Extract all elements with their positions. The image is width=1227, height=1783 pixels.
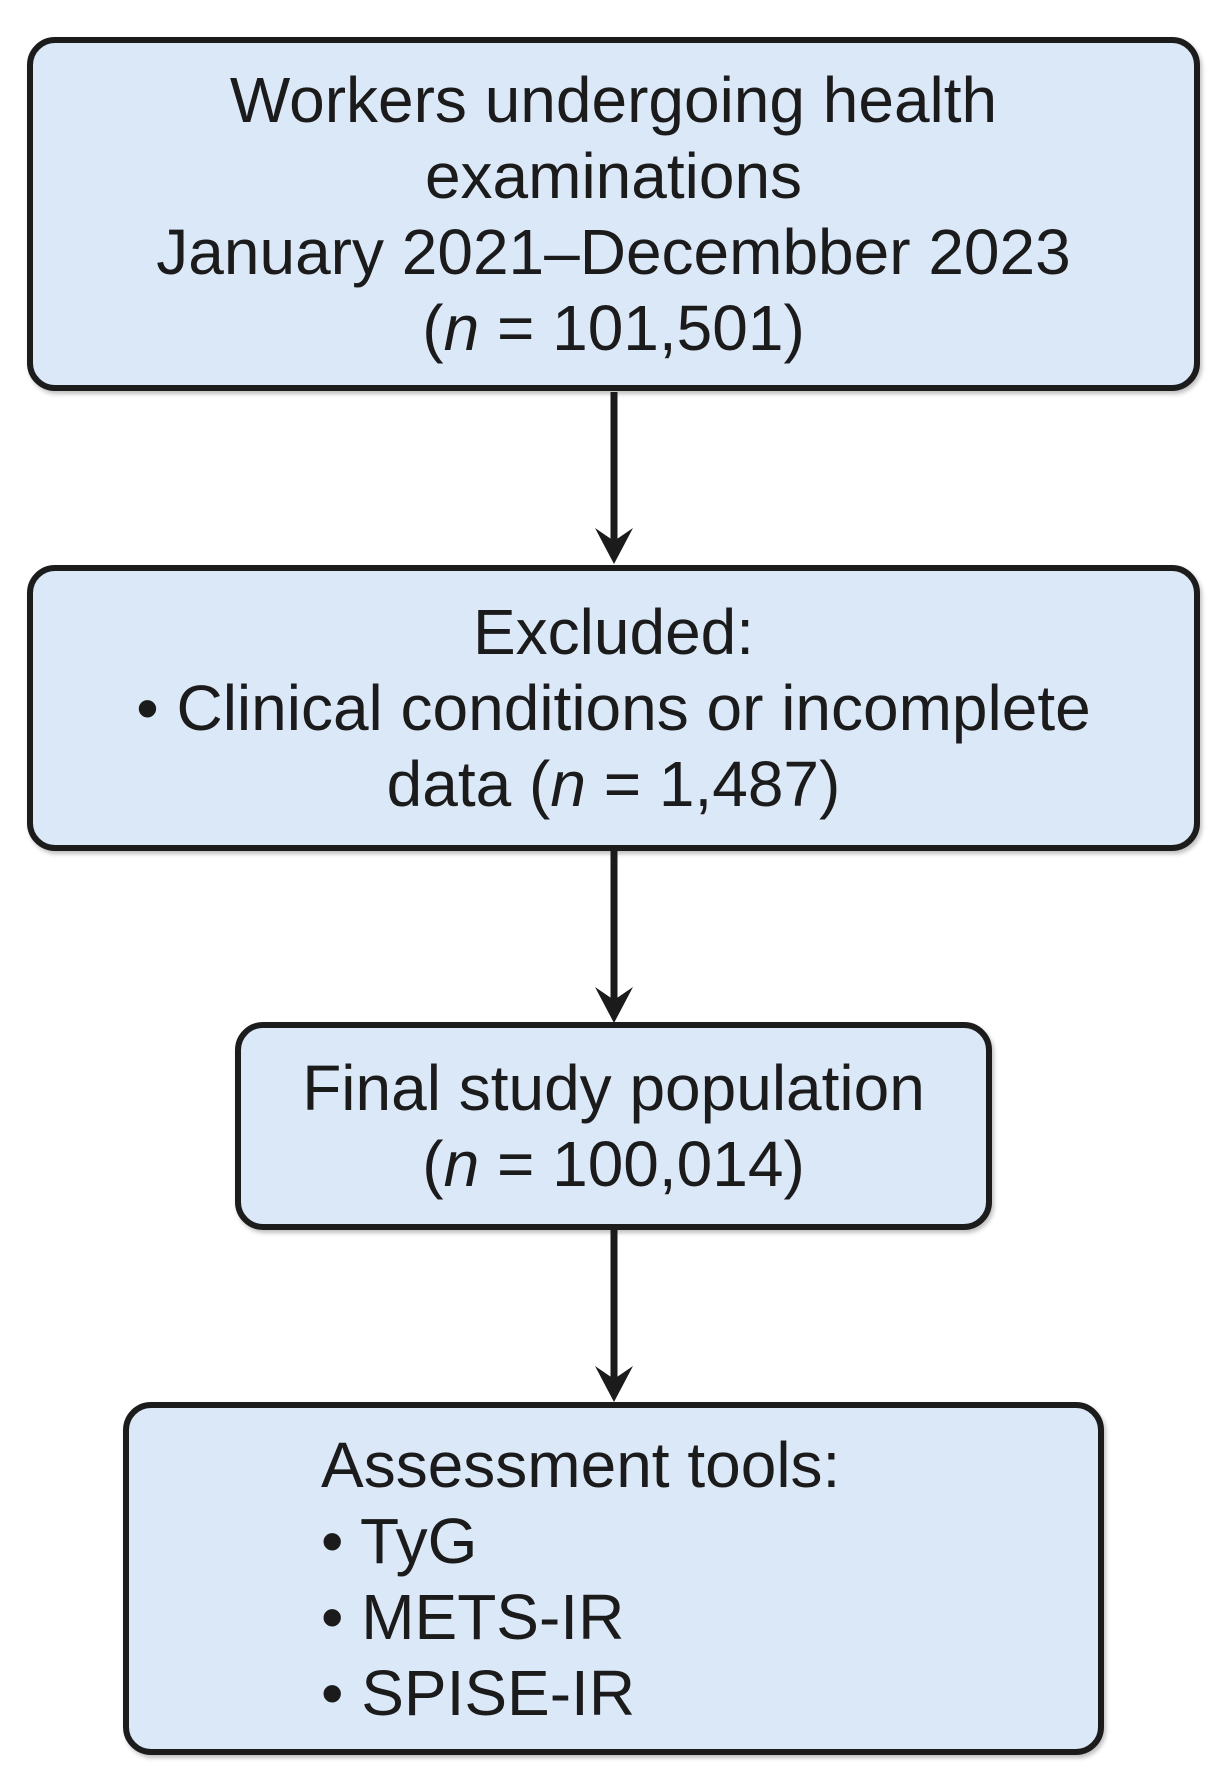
population-line-1: Workers undergoing health [229,64,998,136]
n-post: = 100,014) [479,1128,805,1200]
population-line-2: examinations [424,140,803,212]
tools-item-mets-ir: • METS-IR [321,1580,625,1653]
n-pre: ( [422,292,444,364]
n-pre: data ( [386,748,551,820]
down-arrow-3 [595,1230,633,1402]
excluded-bullet-line: • Clinical conditions or incomplete [136,672,1091,744]
tools-item-tyg: • TyG [321,1504,478,1577]
n-post: = 1,487) [585,748,841,820]
n-symbol: n [443,1128,480,1200]
population-date-range: January 2021–Decembber 2023 [156,216,1071,288]
tools-item-spise-ir: • SPISE-IR [321,1656,636,1729]
down-arrow-1 [595,392,633,564]
final-line-1: Final study population [302,1052,925,1124]
n-post: = 101,501) [479,292,805,364]
node-final-study-population: Final study population (n = 100,014) [235,1022,992,1230]
tools-title: Assessment tools: [321,1428,841,1501]
n-symbol: n [550,748,586,820]
excluded-sample-size: data (n = 1,487) [387,746,841,822]
node-excluded: Excluded: • Clinical conditions or incom… [27,565,1200,851]
n-symbol: n [443,292,480,364]
node-workers-health-examinations: Workers undergoing health examinations J… [27,37,1200,391]
node-assessment-tools: Assessment tools: • TyG • METS-IR • SPIS… [123,1402,1104,1755]
down-arrow-2 [595,851,633,1023]
final-sample-size: (n = 100,014) [422,1126,805,1202]
population-sample-size: (n = 101,501) [422,290,805,366]
excluded-title: Excluded: [472,596,755,668]
n-pre: ( [422,1128,444,1200]
